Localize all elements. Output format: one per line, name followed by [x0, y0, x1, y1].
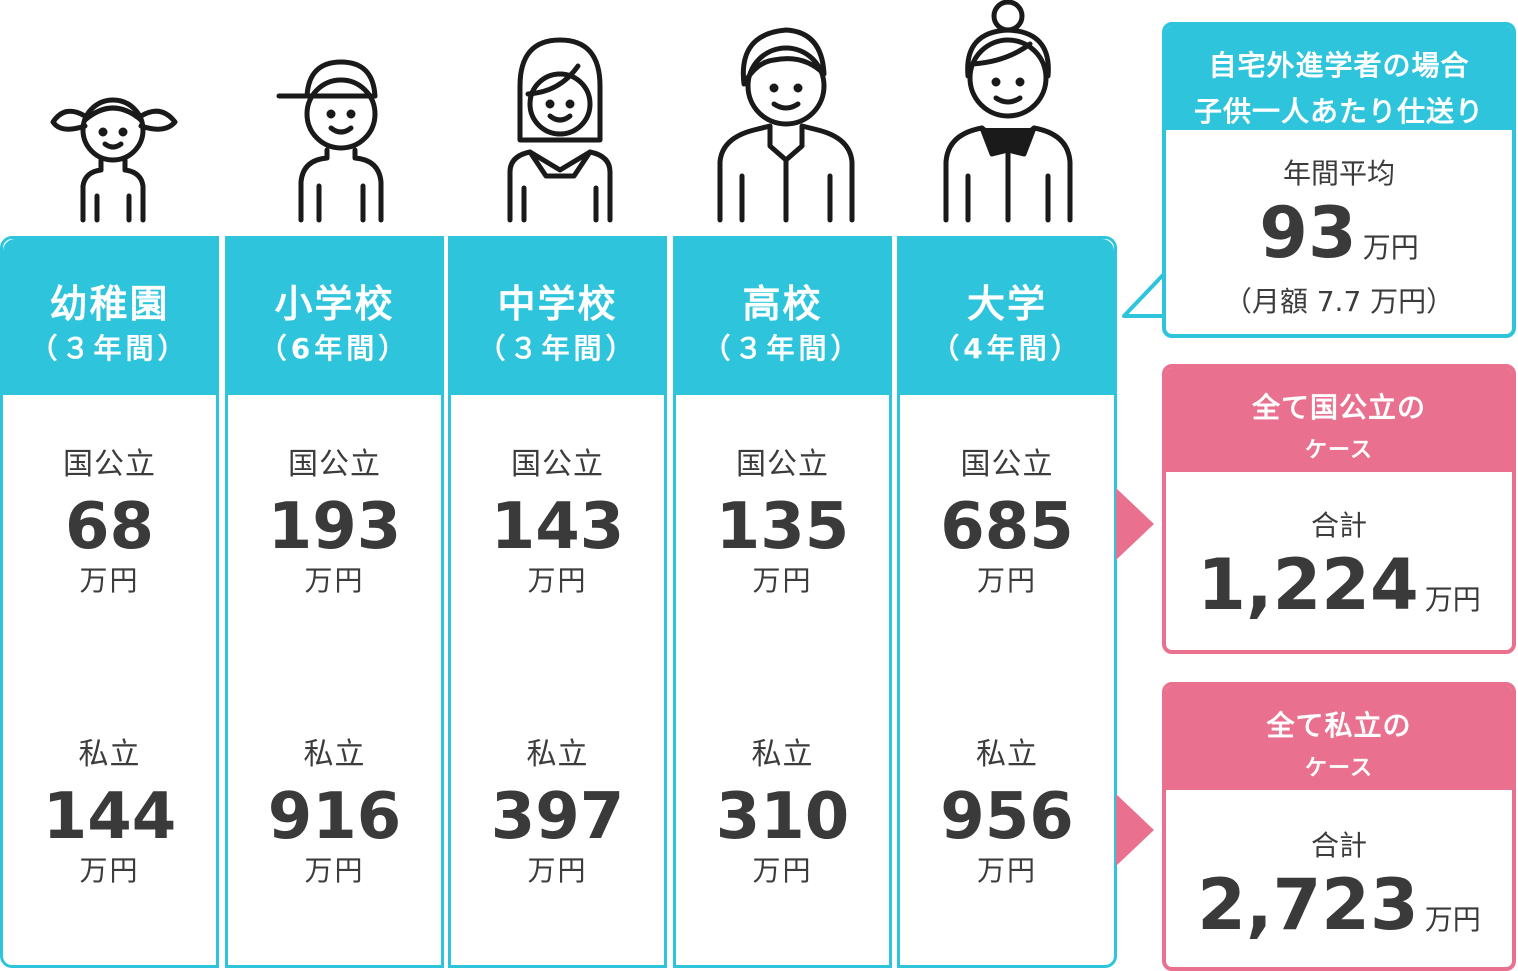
public-cost-cell: 国公立 135 万円: [676, 439, 889, 599]
woman-bun-icon: [896, 0, 1116, 236]
boy-cap-icon: [229, 0, 449, 236]
unit-label: 万円: [527, 854, 588, 887]
unit-label: 万円: [752, 854, 813, 887]
private-value: 310: [715, 780, 850, 854]
allowance-value: 93: [1259, 192, 1357, 274]
allowance-header: 自宅外進学者の場合 子供一人あたり仕送り: [1166, 26, 1512, 130]
allowance-unit: 万円: [1362, 231, 1419, 264]
column-high-school: 高校 （３年間） 国公立 135 万円 私立 310 万円: [673, 236, 892, 968]
stage-title: 幼稚園: [49, 282, 170, 326]
all-private-unit: 万円: [1424, 903, 1481, 936]
arrow-right-icon: [1116, 794, 1154, 866]
stage-title: 小学校: [274, 282, 395, 326]
private-value: 397: [490, 780, 625, 854]
column-header: 高校 （３年間）: [676, 239, 889, 395]
public-value: 68: [64, 490, 155, 564]
all-private-header: 全て私立の ケース: [1166, 686, 1512, 790]
all-private-label: 合計: [1310, 829, 1367, 862]
stage-years: （３年間）: [477, 332, 638, 365]
unit-label: 万円: [527, 564, 588, 597]
column-university: 大学 （4年間） 国公立 685 万円 私立 956 万円: [897, 236, 1117, 968]
stage-title: 高校: [742, 282, 823, 326]
all-public-value: 1,224: [1197, 544, 1419, 626]
column-junior-high: 中学校 （３年間） 国公立 143 万円 私立 397 万円: [448, 236, 667, 968]
private-cost-cell: 私立 310 万円: [676, 729, 889, 889]
column-elementary: 小学校 （6年間） 国公立 193 万円 私立 916 万円: [225, 236, 444, 968]
private-cost-cell: 私立 956 万円: [900, 729, 1114, 889]
private-value: 916: [267, 780, 402, 854]
public-value: 193: [267, 490, 402, 564]
all-private-heading-line1: 全て私立の: [1266, 709, 1412, 742]
private-cost-cell: 私立 916 万円: [228, 729, 441, 889]
all-private-value: 2,723: [1197, 864, 1419, 946]
speech-pointer-icon: [1122, 272, 1166, 318]
private-value: 956: [940, 780, 1074, 854]
girl-sailor-uniform-icon: [450, 0, 670, 236]
person-icon-row: [0, 0, 1120, 236]
stage-years: （３年間）: [702, 332, 863, 365]
all-public-heading-line2: ケース: [1305, 438, 1373, 463]
arrow-right-icon: [1116, 488, 1154, 560]
stage-years: （３年間）: [29, 332, 190, 365]
unit-label: 万円: [752, 564, 813, 597]
allowance-label: 年間平均: [1282, 157, 1395, 190]
public-cost-cell: 国公立 143 万円: [451, 439, 664, 599]
public-cost-cell: 国公立 685 万円: [900, 439, 1114, 599]
unit-label: 万円: [304, 564, 365, 597]
private-label: 私立: [78, 737, 141, 772]
public-value: 135: [715, 490, 850, 564]
girl-pigtails-icon: [5, 0, 225, 236]
private-value: 144: [42, 780, 177, 854]
public-value: 143: [490, 490, 625, 564]
boy-school-uniform-icon: [674, 0, 894, 236]
stage-years: （6年間）: [258, 332, 411, 365]
unit-label: 万円: [79, 564, 140, 597]
public-cost-cell: 国公立 193 万円: [228, 439, 441, 599]
unit-label: 万円: [976, 564, 1037, 597]
column-kindergarten: 幼稚園 （３年間） 国公立 68 万円 私立 144 万円: [0, 236, 219, 968]
stage-title: 中学校: [497, 282, 618, 326]
private-label: 私立: [976, 737, 1038, 772]
all-public-heading-line1: 全て国公立の: [1251, 391, 1426, 424]
unit-label: 万円: [304, 854, 365, 887]
unit-label: 万円: [976, 854, 1037, 887]
public-value: 685: [940, 490, 1074, 564]
public-label: 国公立: [288, 447, 381, 482]
public-label: 国公立: [736, 447, 829, 482]
allowance-heading-line1: 自宅外進学者の場合: [1208, 49, 1470, 82]
all-public-header: 全て国公立の ケース: [1166, 368, 1512, 472]
stage-title: 大学: [966, 282, 1047, 326]
allowance-monthly-note: （月額 7.7 万円）: [1223, 285, 1455, 318]
all-private-heading-line2: ケース: [1305, 756, 1373, 781]
public-label: 国公立: [960, 447, 1054, 482]
allowance-heading-line2: 子供一人あたり仕送り: [1193, 95, 1484, 128]
all-public-unit: 万円: [1424, 583, 1481, 616]
column-header: 小学校 （6年間）: [228, 239, 441, 395]
column-header: 大学 （4年間）: [900, 239, 1114, 395]
private-cost-cell: 私立 397 万円: [451, 729, 664, 889]
private-label: 私立: [526, 737, 589, 772]
stage-years: （4年間）: [931, 332, 1083, 365]
all-public-label: 合計: [1310, 509, 1367, 542]
public-cost-cell: 国公立 68 万円: [3, 439, 216, 599]
column-header: 中学校 （３年間）: [451, 239, 664, 395]
private-label: 私立: [303, 737, 366, 772]
public-label: 国公立: [511, 447, 604, 482]
cost-table: 幼稚園 （３年間） 国公立 68 万円 私立 144 万円 小学校 （6年間） …: [0, 236, 1120, 971]
unit-label: 万円: [79, 854, 140, 887]
public-label: 国公立: [63, 447, 156, 482]
private-label: 私立: [751, 737, 814, 772]
column-header: 幼稚園 （３年間）: [3, 239, 216, 395]
private-cost-cell: 私立 144 万円: [3, 729, 216, 889]
